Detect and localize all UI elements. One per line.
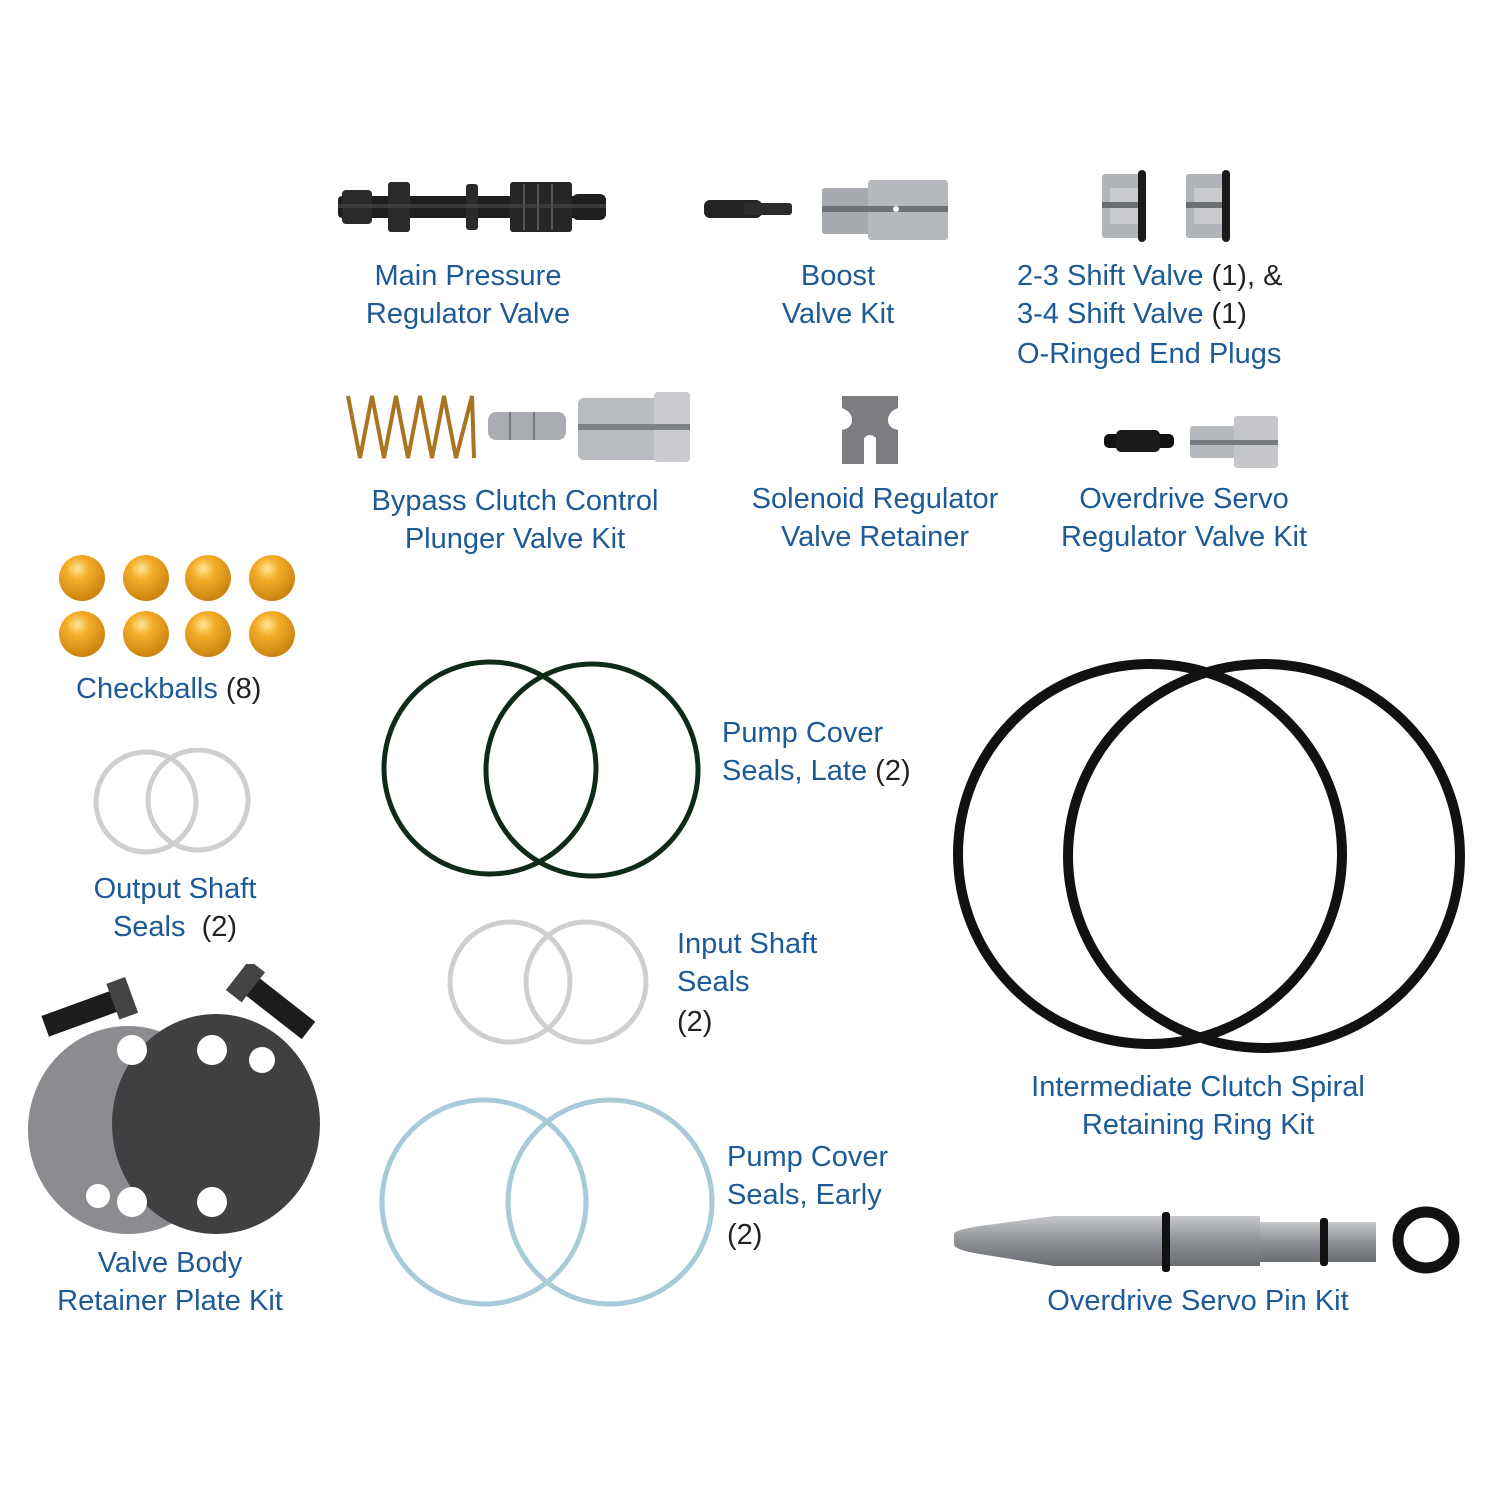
- pump-cover-early-label: Pump Cover Seals, Early (2): [727, 1141, 889, 1251]
- intermediate-clutch-rings-image: [950, 656, 1470, 1066]
- shift-valve-plugs-label: 2-3 Shift Valve (1), & 3-4 Shift Valve (…: [1017, 260, 1283, 370]
- valve-body-retainer-label: Valve Body Retainer Plate Kit: [57, 1247, 283, 1317]
- main-pressure-label: Main Pressure Regulator Valve: [365, 260, 571, 330]
- output-shaft-label: Output Shaft Seals (2): [93, 873, 257, 943]
- pump-cover-late-label: Pump Cover Seals, Late (2): [722, 717, 911, 787]
- main-pressure-regulator-valve-image: [338, 178, 608, 238]
- boost-valve-kit-image: [704, 178, 954, 242]
- bypass-clutch-label: Bypass Clutch Control Plunger Valve Kit: [371, 485, 659, 555]
- pump-cover-seals-early-image: [376, 1096, 722, 1312]
- od-servo-pin-kit-image: [950, 1204, 1466, 1278]
- intermediate-clutch-label: Intermediate Clutch Spiral Retaining Rin…: [1031, 1071, 1365, 1141]
- shift-valve-end-plugs-image: [1098, 166, 1238, 246]
- od-servo-regulator-label: Overdrive Servo Regulator Valve Kit: [1060, 483, 1308, 553]
- solenoid-retainer-image: [840, 394, 902, 466]
- input-shaft-label: Input Shaft Seals (2): [677, 928, 818, 1038]
- pump-cover-seals-late-image: [380, 656, 710, 884]
- od-servo-regulator-kit-image: [1102, 414, 1282, 470]
- input-shaft-seals-image: [444, 916, 654, 1048]
- solenoid-retainer-label: Solenoid Regulator Valve Retainer: [751, 483, 999, 553]
- bypass-clutch-plunger-kit-image: [344, 390, 694, 466]
- valve-body-retainer-plate-image: [26, 964, 326, 1240]
- checkballs-label: Checkballs (8): [76, 673, 262, 705]
- output-shaft-seals-image: [90, 748, 256, 858]
- boost-valve-label: Boost Valve Kit: [781, 260, 895, 330]
- checkballs-image: [56, 552, 300, 660]
- od-servo-pin-label: Overdrive Servo Pin Kit: [1047, 1285, 1349, 1317]
